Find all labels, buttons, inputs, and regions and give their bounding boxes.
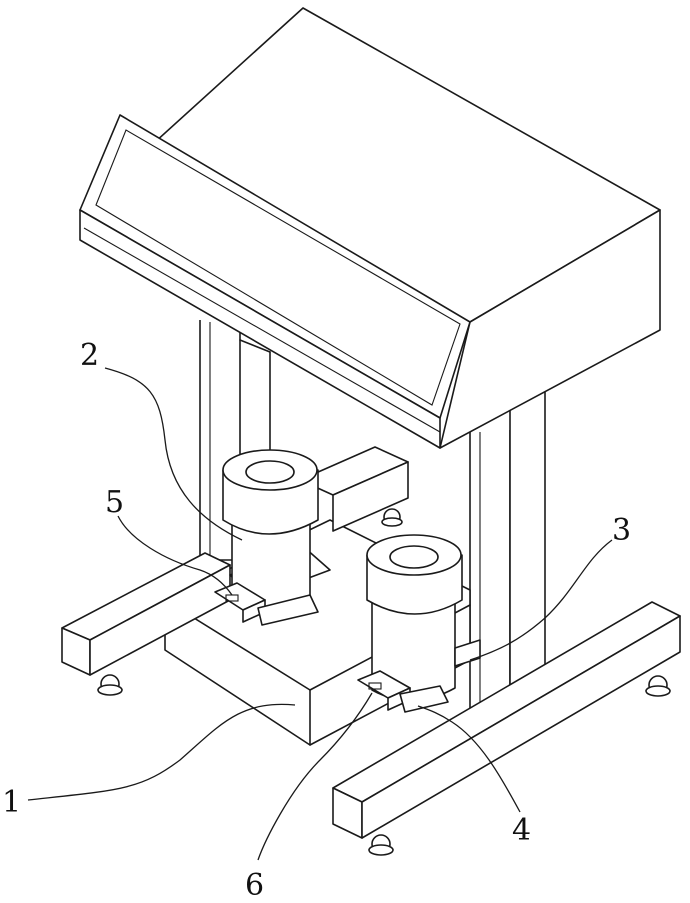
leader-1 xyxy=(28,704,295,800)
label-3: 3 xyxy=(612,513,631,548)
label-2: 2 xyxy=(80,338,99,373)
housing xyxy=(80,8,660,448)
label-1: 1 xyxy=(2,785,21,820)
label-4: 4 xyxy=(512,813,531,848)
label-5: 5 xyxy=(105,485,124,520)
base-frame xyxy=(62,447,680,855)
label-6: 6 xyxy=(245,868,264,903)
